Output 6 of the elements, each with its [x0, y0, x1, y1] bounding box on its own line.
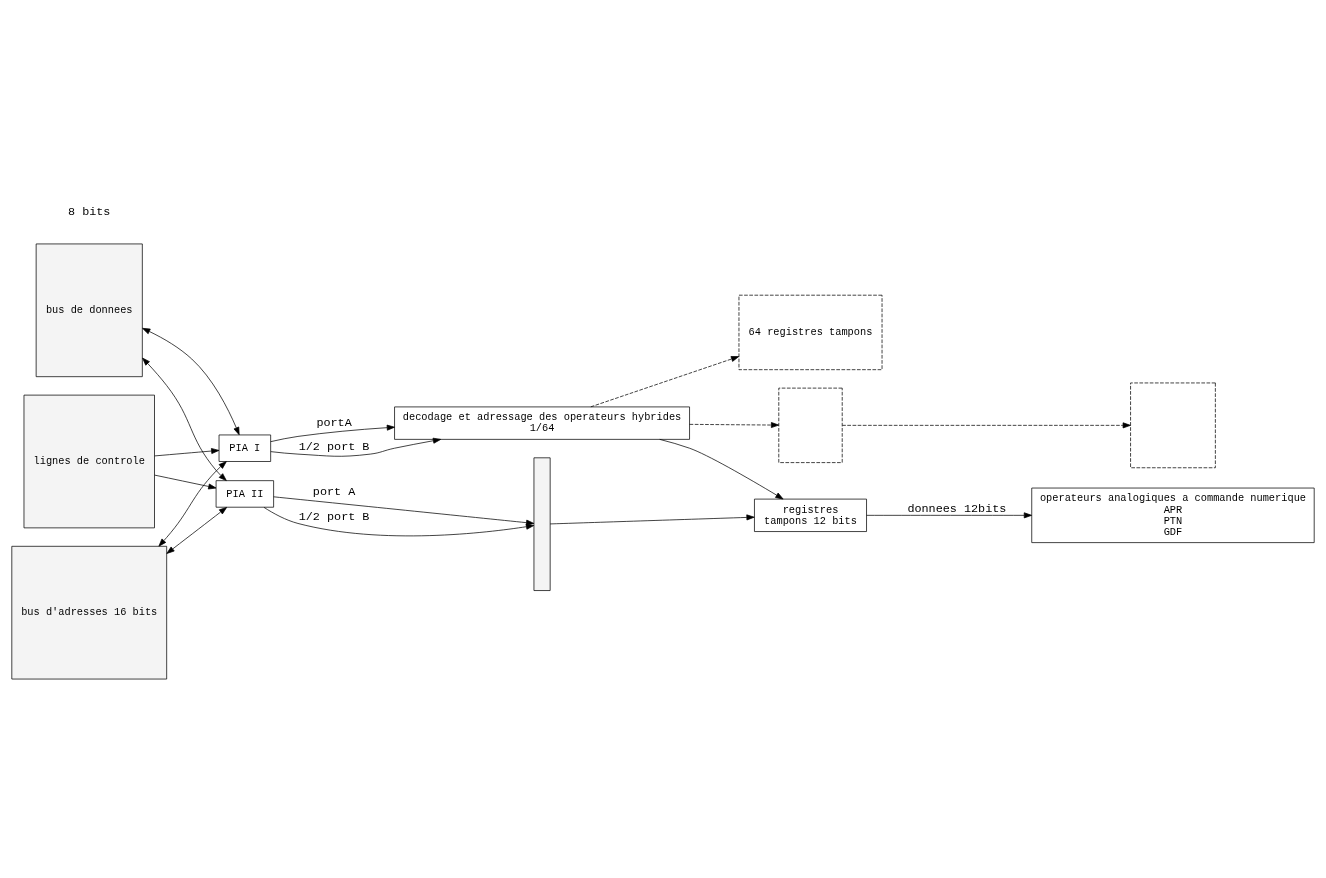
edge-label: portA — [316, 415, 352, 430]
label: 8 bits — [68, 205, 111, 220]
edge-label: donnees 12bits — [907, 501, 1007, 516]
edge-label: port A — [312, 485, 356, 500]
edge-label: 1/2 port B — [298, 440, 370, 455]
edge-label: 1/2 port B — [298, 509, 370, 524]
